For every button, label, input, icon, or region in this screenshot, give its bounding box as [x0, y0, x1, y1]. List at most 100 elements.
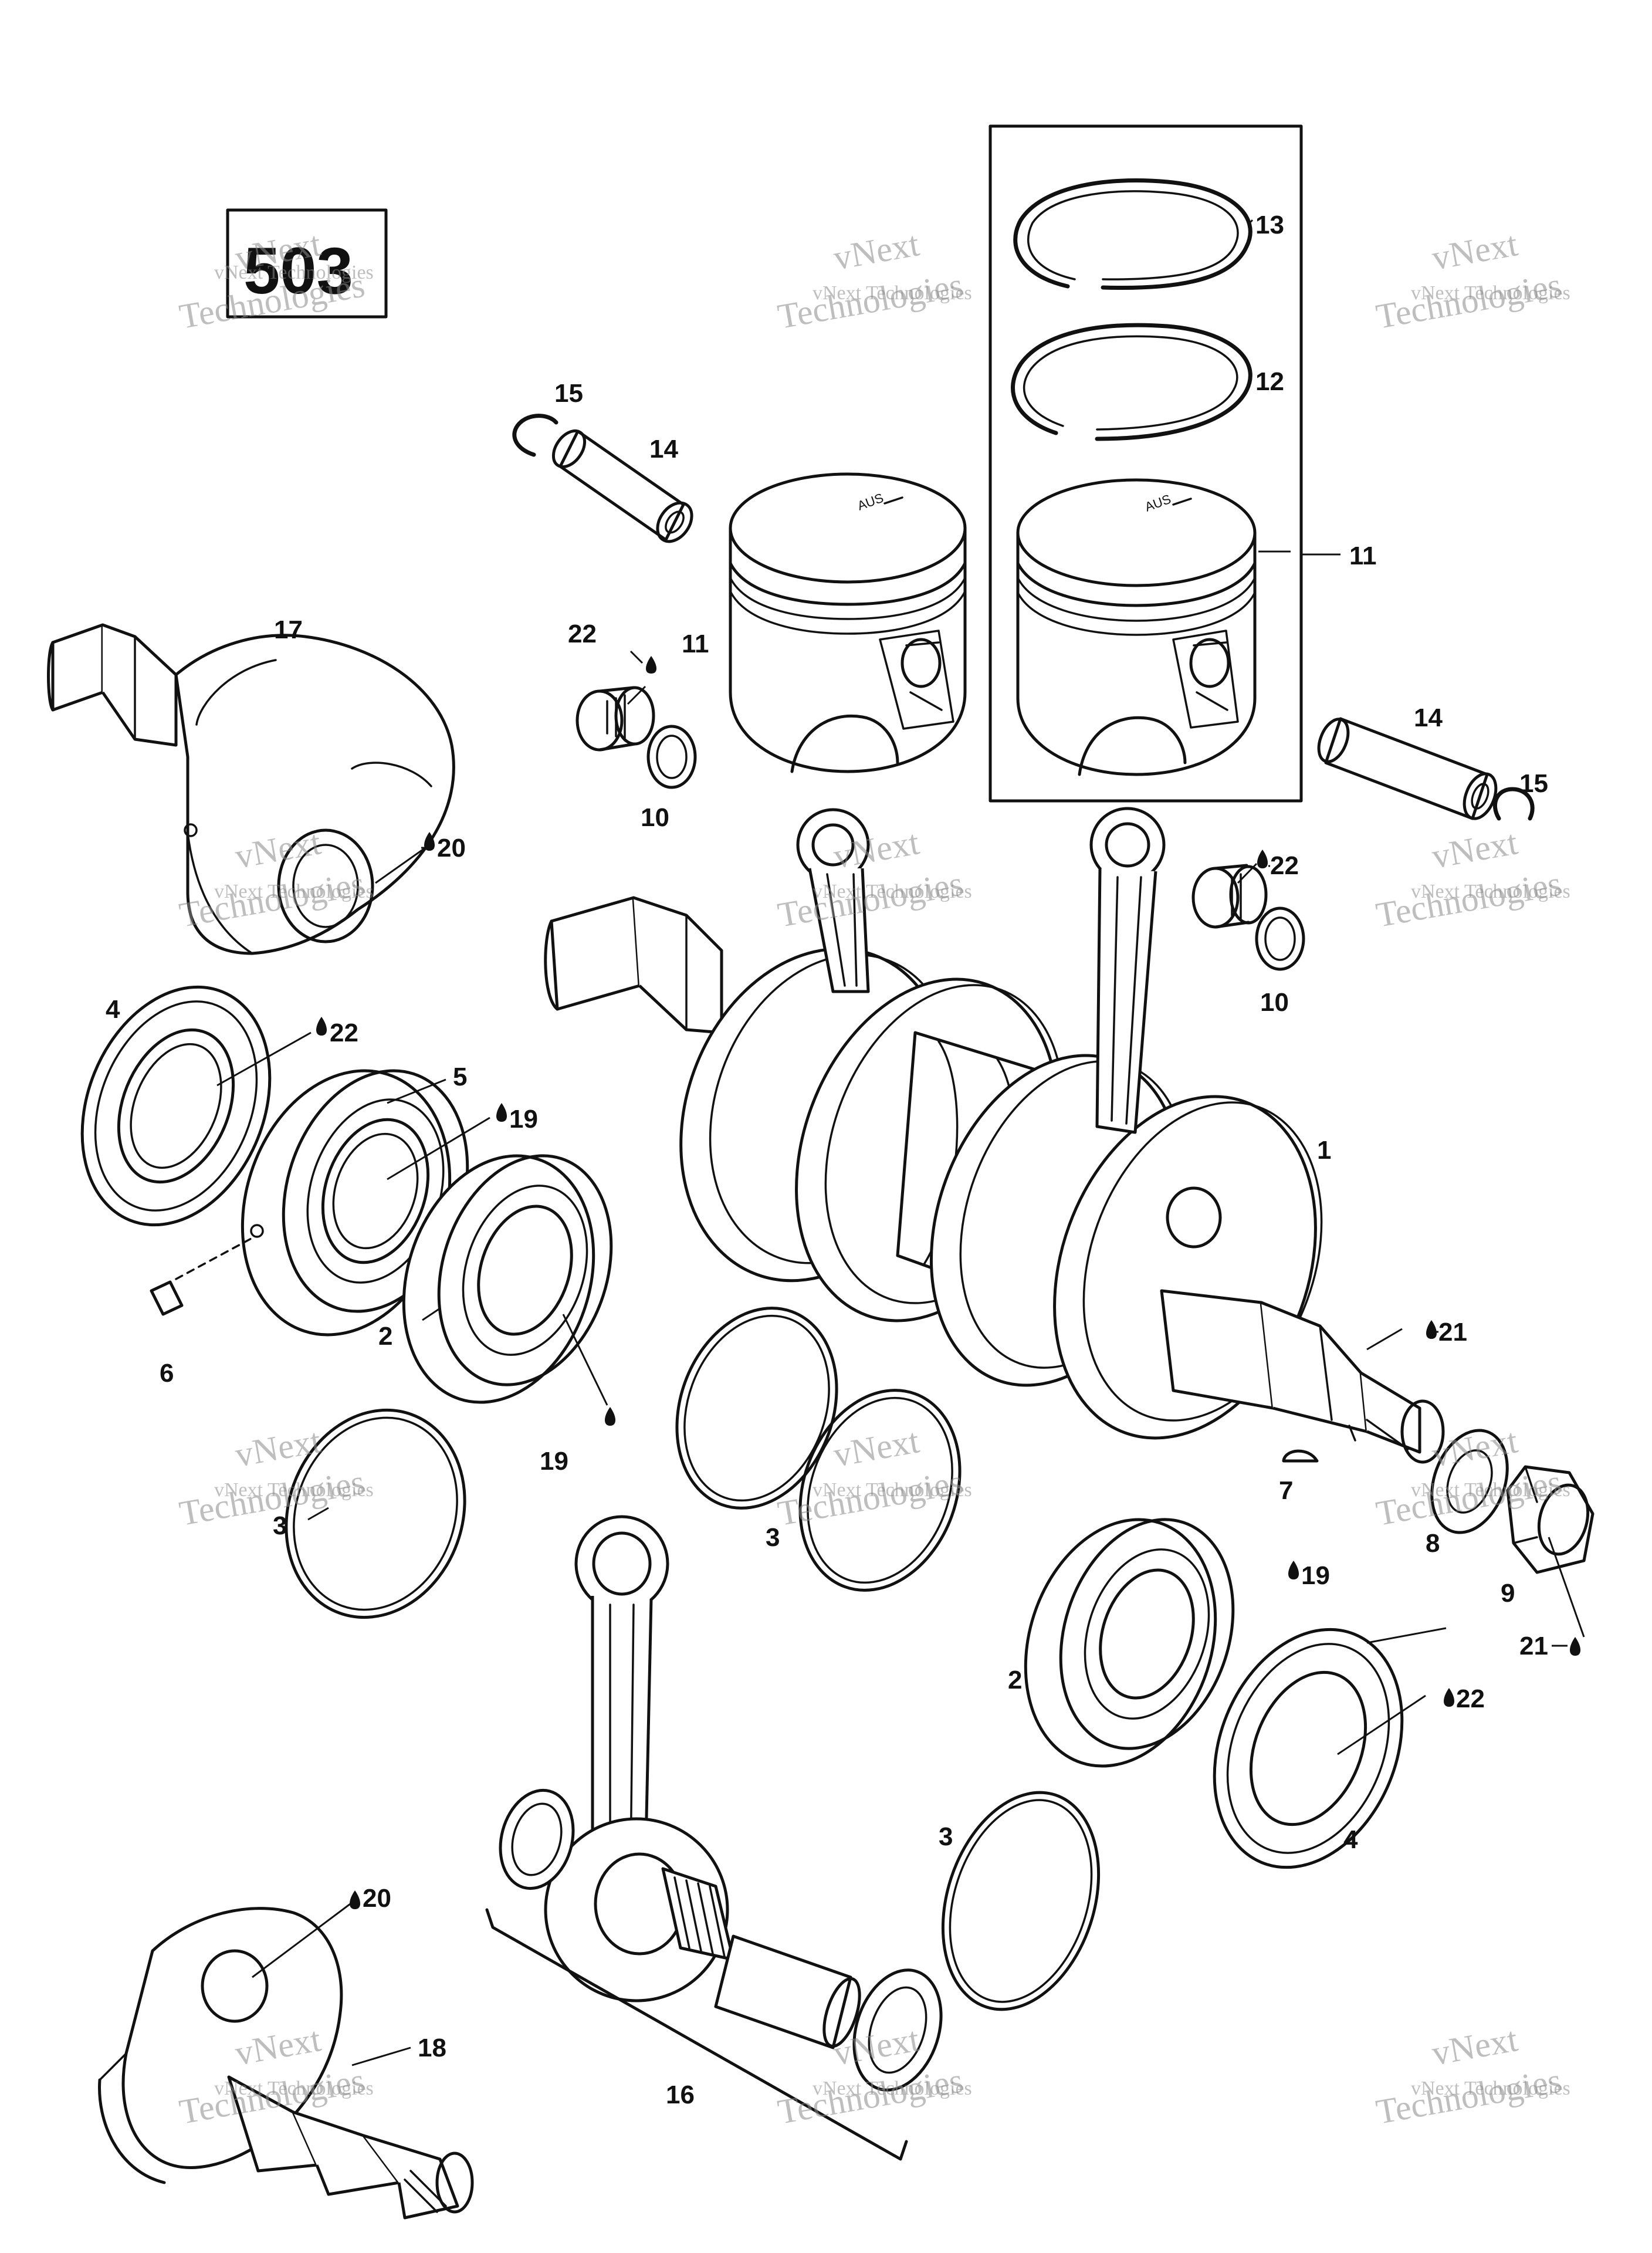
piston-right: AUS	[1016, 478, 1257, 776]
piston-pin-14-left	[551, 429, 693, 543]
callout-21-nut: 21	[1519, 1632, 1548, 1660]
callout-19-upper: 19	[509, 1105, 538, 1134]
callout-20-lower: 20	[363, 1884, 391, 1913]
callout-11-kit: 11	[1349, 542, 1377, 570]
svg-text:vNext Technologies: vNext Technologies	[813, 1479, 972, 1501]
watermark-12: vNext Technologies vNext Technologies	[1373, 2019, 1570, 2132]
callout-10-upper-left: 10	[641, 803, 669, 832]
piston-left: AUS	[729, 472, 967, 773]
oil-seal-4-left	[80, 985, 272, 1227]
oil-drop-icons	[316, 656, 1580, 1909]
oil-drop-icon	[1570, 1637, 1580, 1656]
o-ring-3-center-b	[798, 1389, 962, 1592]
svg-text:vNext Technologies: vNext Technologies	[1411, 282, 1570, 304]
crankshaft-half-18	[98, 1907, 474, 2220]
dowel-pin-6	[150, 1237, 253, 1316]
oil-drop-icon	[1426, 1320, 1437, 1339]
crankshaft-assembly-1	[544, 896, 1445, 1464]
watermark-6: vNext Technologies vNext Technologies	[1373, 823, 1570, 935]
oil-drop-icon	[1288, 1561, 1299, 1579]
callout-labels: 13 12 11 11 15 14 14 15 17 22 10 20 22 1…	[106, 211, 1548, 2109]
callout-12: 12	[1255, 367, 1284, 396]
oil-drop-icon	[1444, 1688, 1454, 1707]
svg-text:vNext Technologies: vNext Technologies	[813, 282, 972, 304]
connecting-rod-upper-right	[1089, 807, 1166, 1134]
callout-3-lower: 3	[939, 1822, 953, 1851]
callout-5: 5	[453, 1063, 467, 1091]
connecting-rod-upper-left	[796, 808, 870, 993]
oil-seal-4-right	[1213, 1628, 1404, 1869]
engine-model-title: 503	[243, 234, 353, 307]
engine-model-box: 503	[226, 208, 388, 319]
piston-ring-12	[1011, 323, 1252, 441]
svg-text:vNext Technologies: vNext Technologies	[214, 262, 374, 283]
callout-15-right: 15	[1519, 769, 1548, 798]
svg-text:vNext Technologies: vNext Technologies	[214, 2078, 374, 2099]
svg-text:vNext Technologies: vNext Technologies	[1411, 2078, 1570, 2099]
circlip-15-left	[512, 414, 558, 457]
callout-6: 6	[160, 1359, 174, 1388]
oil-drop-icon	[424, 832, 435, 851]
callout-9: 9	[1501, 1579, 1515, 1608]
o-ring-3-left	[285, 1408, 466, 1619]
callout-3-left: 3	[273, 1511, 287, 1540]
oil-drop-icon	[316, 1017, 327, 1036]
callout-17: 17	[274, 615, 303, 644]
svg-text:vNext Technologies: vNext Technologies	[214, 1479, 374, 1501]
piston-ring-13	[1013, 178, 1252, 290]
piston-pin-14-right	[1317, 717, 1498, 820]
lock-washer-8	[1430, 1429, 1509, 1534]
woodruff-key-7	[1282, 1449, 1319, 1463]
oil-drop-icon	[350, 1890, 360, 1909]
leader-lines	[216, 219, 1585, 2066]
oil-drop-icon	[646, 656, 656, 674]
callout-16: 16	[666, 2081, 695, 2109]
o-ring-3-lower	[941, 1791, 1101, 2011]
svg-text:vNext Technologies: vNext Technologies	[1411, 881, 1570, 902]
svg-text:vNext Technologies: vNext Technologies	[214, 881, 374, 902]
callout-22-upper-right: 22	[1270, 851, 1299, 880]
callout-19-right: 19	[1301, 1561, 1330, 1590]
hex-nut-9	[1506, 1465, 1595, 1574]
callout-7: 7	[1279, 1476, 1293, 1505]
callout-10-upper-right: 10	[1260, 988, 1289, 1017]
callout-22-right: 22	[1456, 1684, 1485, 1713]
svg-text:vNext: vNext	[1429, 2019, 1521, 2073]
callout-4-left: 4	[106, 995, 120, 1024]
callout-15-left: 15	[554, 379, 583, 408]
thrust-washer-10-upper-right	[1255, 906, 1305, 971]
callout-14-left: 14	[649, 435, 678, 464]
callout-22-upper-left: 22	[568, 620, 597, 648]
watermark-2: vNext Technologies vNext Technologies	[775, 224, 972, 336]
thrust-washer-10-upper-left	[646, 725, 697, 789]
o-ring-3-center-a	[675, 1307, 838, 1510]
piston-kit-box: AUS	[989, 124, 1303, 803]
callout-2-right: 2	[1008, 1666, 1022, 1694]
circlip-15-right	[1492, 787, 1535, 821]
callout-dashes	[421, 847, 1568, 1647]
crankshaft-half-17	[47, 623, 455, 955]
callout-22-left: 22	[330, 1019, 358, 1047]
ball-bearing-2-left	[402, 1154, 613, 1404]
callout-18: 18	[418, 2034, 446, 2062]
callout-1: 1	[1317, 1136, 1331, 1165]
callout-11-piston: 11	[682, 630, 709, 658]
callout-19-lower-left: 19	[540, 1447, 568, 1476]
connecting-rod-kit-16	[485, 1515, 943, 2161]
callout-14-right: 14	[1414, 703, 1443, 732]
oil-drop-icon	[496, 1103, 507, 1122]
oil-drop-icon	[605, 1407, 615, 1426]
callout-3-center: 3	[766, 1523, 780, 1552]
needle-bearing-22-upper-right	[1191, 864, 1268, 929]
ball-bearing-2-right	[1024, 1518, 1235, 1768]
svg-text:vNext: vNext	[1429, 823, 1521, 876]
watermark-3: vNext Technologies vNext Technologies	[1373, 224, 1570, 336]
svg-text:vNext: vNext	[831, 224, 922, 278]
svg-text:vNext Technologies: vNext Technologies	[1411, 1479, 1570, 1501]
callout-20-upper: 20	[437, 834, 466, 862]
watermark-7: vNext Technologies vNext Technologies	[177, 1421, 374, 1533]
svg-text:vNext Technologies: vNext Technologies	[813, 2078, 972, 2099]
svg-text:vNext: vNext	[1429, 224, 1521, 278]
svg-text:vNext Technologies: vNext Technologies	[813, 881, 972, 902]
callout-2-left: 2	[378, 1322, 392, 1351]
